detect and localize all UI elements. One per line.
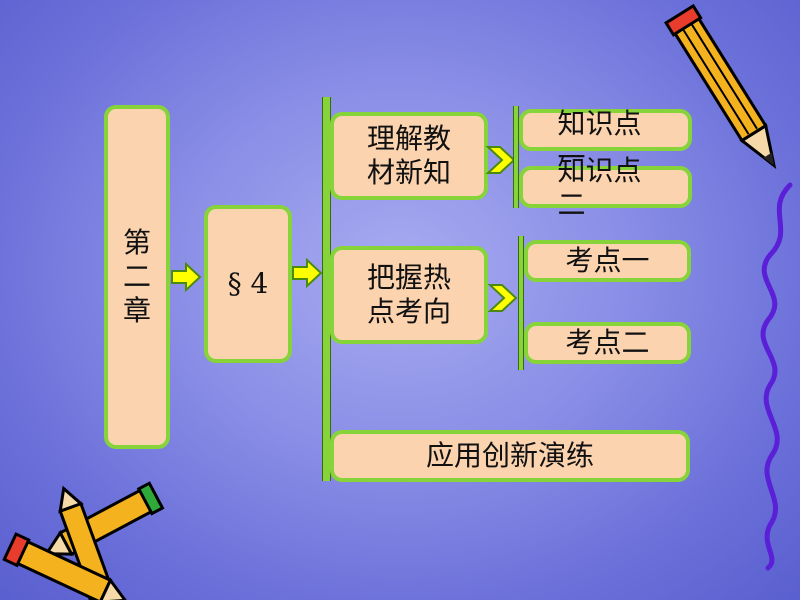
- branch-practice-label: 应用创新演练: [425, 439, 594, 472]
- sub-bracket-line-2: [518, 236, 524, 370]
- chapter-box: 第 二 章: [104, 105, 170, 449]
- section-label: § 4: [227, 267, 269, 300]
- branch-understand-line-2: 材新知: [366, 156, 451, 189]
- branch-hotspot-box[interactable]: 把握热 点考向: [330, 246, 488, 344]
- chevron-right-icon: [485, 146, 516, 174]
- chevron-right-icon: [487, 284, 518, 312]
- crayons-icon: [2, 481, 165, 600]
- sub-item-topic-2[interactable]: 考点二: [524, 322, 691, 364]
- sub-item-topic-1[interactable]: 考点一: [524, 240, 691, 282]
- sub-item-knowledge-2-label: 知识点二: [557, 154, 642, 221]
- section-box: § 4: [204, 205, 292, 363]
- squiggle-decoration: [760, 182, 793, 571]
- branch-understand-box[interactable]: 理解教 材新知: [330, 112, 488, 200]
- arrow-icon: [292, 257, 323, 289]
- pencil-icon: [664, 3, 777, 170]
- chapter-char-2: 二: [122, 260, 151, 293]
- sub-item-knowledge-2[interactable]: 知识点二: [519, 154, 692, 221]
- chapter-char-1: 第: [122, 226, 151, 259]
- branch-hotspot-line-1: 把握热: [366, 261, 451, 294]
- sub-item-knowledge-1[interactable]: 知识点一: [519, 107, 692, 174]
- branch-practice-box[interactable]: 应用创新演练: [330, 430, 690, 482]
- sub-item-topic-1-label: 考点一: [565, 244, 650, 277]
- branch-understand-line-1: 理解教: [366, 122, 451, 155]
- chapter-char-3: 章: [122, 294, 151, 327]
- sub-item-topic-2-label: 考点二: [565, 326, 650, 359]
- arrow-icon: [171, 261, 202, 293]
- branch-hotspot-line-2: 点考向: [366, 295, 451, 328]
- sub-item-knowledge-1-label: 知识点一: [557, 107, 642, 174]
- sub-bracket-line-1: [513, 106, 519, 208]
